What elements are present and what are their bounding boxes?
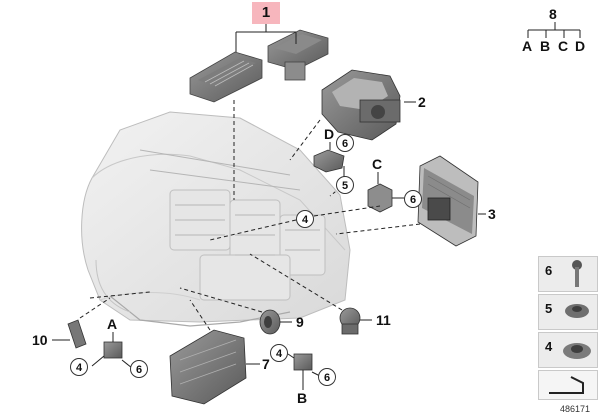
callout-circle-6-c: 6 bbox=[404, 190, 422, 208]
callout-part-3: 3 bbox=[488, 206, 496, 222]
callout-part-1: 1 bbox=[252, 2, 280, 24]
callout-circle-4-bottom: 4 bbox=[270, 344, 288, 362]
callout-part-2: 2 bbox=[418, 94, 426, 110]
callout-c: C bbox=[372, 156, 383, 172]
callout-circle-6-d: 6 bbox=[336, 134, 354, 152]
screw-icon bbox=[572, 260, 582, 287]
part-10-lever bbox=[67, 319, 87, 349]
legend-item-grommet: 4 bbox=[538, 332, 598, 368]
callout-b: B bbox=[297, 390, 308, 406]
callout-circle-4-center: 4 bbox=[296, 210, 314, 228]
part-9-grommet bbox=[259, 309, 281, 335]
callout-a: A bbox=[107, 316, 118, 332]
part-b-clip bbox=[293, 353, 313, 371]
legend-item-screw: 6 bbox=[538, 256, 598, 292]
callout-circle-4-left: 4 bbox=[70, 358, 88, 376]
grommet-icon bbox=[563, 343, 591, 359]
part-a-clip bbox=[103, 341, 123, 359]
part-c-bracket bbox=[367, 183, 393, 213]
part-d-bracket bbox=[313, 149, 345, 173]
part-1-caps bbox=[189, 29, 329, 103]
variant-label-b: B bbox=[540, 38, 551, 54]
part-7-cover bbox=[169, 329, 247, 405]
variant-tree bbox=[527, 22, 581, 38]
callout-circle-6-bottom: 6 bbox=[318, 368, 336, 386]
part-3-control-unit bbox=[417, 155, 479, 247]
callout-part-7: 7 bbox=[262, 356, 270, 372]
nut-grommet-icon bbox=[565, 304, 589, 318]
callout-part-8: 8 bbox=[549, 6, 557, 22]
headlight-housing bbox=[81, 111, 351, 327]
part-1-bracket bbox=[235, 24, 297, 52]
callout-circle-5: 5 bbox=[336, 176, 354, 194]
callout-part-9: 9 bbox=[296, 314, 304, 330]
legend-number-6: 6 bbox=[545, 263, 553, 278]
legend-number-4: 4 bbox=[545, 339, 553, 354]
part-2-module bbox=[321, 69, 401, 141]
legend-number-5: 5 bbox=[545, 301, 553, 316]
callout-part-10: 10 bbox=[32, 332, 48, 348]
callout-d: D bbox=[324, 126, 335, 142]
legend-item-nut-grommet: 5 bbox=[538, 294, 598, 330]
part-11-motor bbox=[339, 307, 361, 335]
variant-label-a: A bbox=[522, 38, 533, 54]
arrow-icon bbox=[549, 376, 584, 394]
callout-part-11: 11 bbox=[376, 312, 391, 328]
variant-label-d: D bbox=[575, 38, 586, 54]
variant-label-c: C bbox=[558, 38, 569, 54]
callout-circle-6-left: 6 bbox=[130, 360, 148, 378]
reference-number: 486171 bbox=[560, 404, 591, 414]
legend-item-misc bbox=[538, 370, 598, 400]
